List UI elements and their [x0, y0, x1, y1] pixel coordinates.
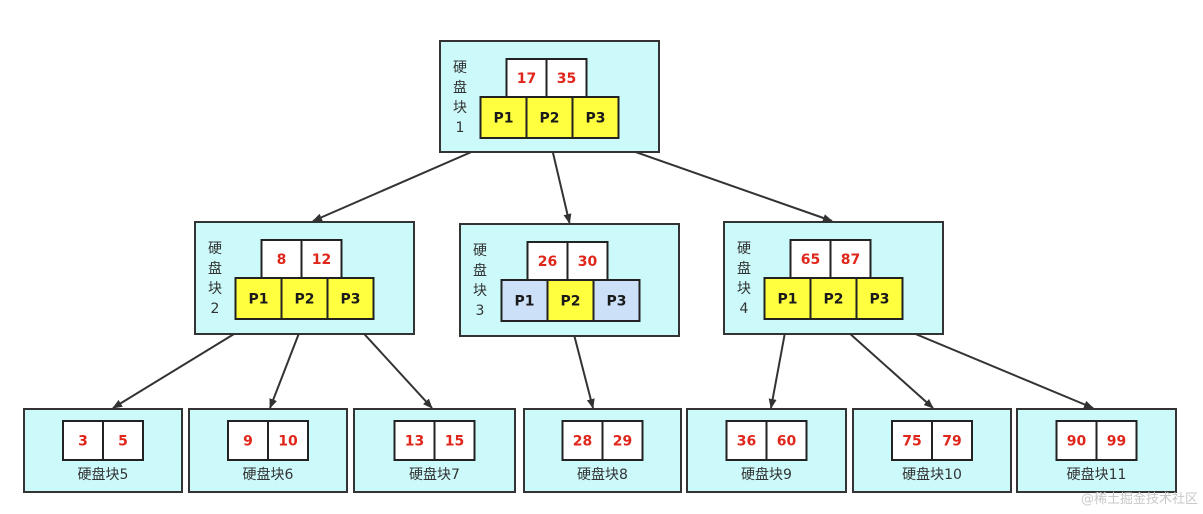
disk-block-7: 13 15 硬盘块7: [353, 408, 516, 493]
disk-block-label-char: 盘: [208, 260, 222, 277]
pointer-label: P2: [294, 292, 314, 308]
key-cell: [227, 420, 269, 461]
pointer-label: P1: [493, 111, 513, 127]
key-value: 15: [445, 434, 464, 450]
pointer-label: P2: [823, 292, 843, 308]
pointer-label: P2: [539, 111, 559, 127]
pointer-label: P1: [248, 292, 268, 308]
disk-block-label-char: 盘: [473, 262, 487, 279]
key-value: 87: [841, 252, 860, 268]
pointer-label: P3: [585, 111, 605, 127]
pointer-label: P3: [606, 294, 626, 310]
disk-block-label-char: 2: [211, 301, 220, 317]
pointer-cell-p2: [546, 279, 595, 322]
watermark-text: @稀土掘金技术社区: [1081, 491, 1198, 507]
pointer-label: P1: [777, 292, 797, 308]
disk-block-9: 36 60 硬盘块9: [686, 408, 847, 493]
disk-block-label: 硬盘块9: [741, 466, 792, 483]
pointer-cell-p3: [592, 279, 641, 322]
key-value: 35: [557, 71, 576, 87]
key-cell: [765, 420, 808, 461]
pointer-label: P2: [560, 294, 580, 310]
key-value: 28: [573, 434, 592, 450]
disk-block-label: 硬盘块6: [243, 466, 294, 483]
pointer-cell-p1: [479, 96, 528, 139]
pointer-cell-p3: [855, 277, 904, 320]
key-value: 3: [78, 434, 88, 450]
key-value: 99: [1107, 434, 1126, 450]
key-cell: [102, 420, 144, 461]
key-value: 90: [1067, 434, 1087, 450]
disk-block-label: 硬盘块7: [409, 466, 460, 483]
disk-block-5: 3 5 硬盘块5: [23, 408, 183, 493]
disk-block-label-char: 块: [473, 283, 487, 299]
key-cell: [566, 241, 609, 281]
key-value: 65: [801, 252, 820, 268]
key-value: 30: [578, 254, 598, 270]
disk-block-label-char: 硬: [737, 241, 751, 257]
key-value: 75: [902, 434, 921, 450]
key-cell: [267, 420, 309, 461]
disk-block-label-char: 硬: [453, 60, 467, 76]
key-cell: [829, 239, 872, 279]
disk-block-label-char: 硬: [208, 241, 222, 257]
key-cell: [300, 239, 343, 279]
key-cell: [789, 239, 832, 279]
key-cell: [526, 241, 569, 281]
key-value: 10: [278, 434, 298, 450]
key-value: 12: [312, 252, 331, 268]
disk-block-label: 硬盘块11: [1067, 466, 1127, 483]
disk-block-label-char: 1: [456, 120, 465, 136]
disk-block-label-char: 块: [737, 281, 751, 297]
key-value: 13: [405, 434, 424, 450]
pointer-cell-p2: [525, 96, 574, 139]
key-value: 26: [538, 254, 557, 270]
disk-block-6: 9 10 硬盘块6: [188, 408, 348, 493]
key-value: 36: [737, 434, 756, 450]
pointer-cell-p1: [500, 279, 549, 322]
pointer-cell-p3: [571, 96, 620, 139]
key-value: 5: [118, 434, 128, 450]
key-value: 8: [277, 252, 287, 268]
disk-block-label-char: 块: [453, 100, 467, 116]
key-cell: [505, 58, 548, 98]
key-value: 29: [613, 434, 632, 450]
disk-block-label-char: 4: [740, 301, 749, 317]
disk-block-label: 硬盘块5: [78, 466, 129, 483]
key-value: 17: [517, 71, 536, 87]
pointer-label: P3: [340, 292, 360, 308]
pointer-label: P1: [514, 294, 534, 310]
disk-block-8: 28 29 硬盘块8: [523, 408, 682, 493]
disk-block-label-char: 3: [476, 303, 485, 319]
pointer-cell-p2: [280, 277, 329, 320]
key-value: 79: [942, 434, 961, 450]
disk-block-10: 75 79 硬盘块10: [852, 408, 1012, 493]
disk-block-11: 90 99 硬盘块11: [1016, 408, 1177, 493]
disk-block-label: 硬盘块10: [902, 466, 962, 483]
key-cell: [931, 420, 973, 461]
key-cell: [433, 420, 476, 461]
disk-block-label-char: 硬: [473, 243, 487, 259]
disk-block-label-char: 盘: [453, 79, 467, 96]
disk-block-label-char: 盘: [737, 260, 751, 277]
disk-block-label: 硬盘块8: [577, 466, 628, 483]
key-cell: [1095, 420, 1138, 461]
key-cell: [891, 420, 933, 461]
pointer-cell-p3: [326, 277, 375, 320]
pointer-cell-p1: [234, 277, 283, 320]
pointer-label: P3: [869, 292, 889, 308]
key-cell: [62, 420, 104, 461]
key-cell: [1055, 420, 1098, 461]
key-value: 9: [243, 434, 253, 450]
disk-block-label-char: 块: [208, 281, 222, 297]
key-value: 60: [777, 434, 797, 450]
key-cell: [601, 420, 644, 461]
